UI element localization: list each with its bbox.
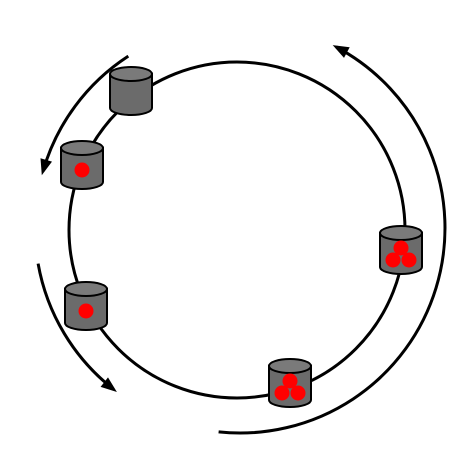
red-dot <box>78 303 94 319</box>
outer-arrow-segment-1 <box>218 45 447 435</box>
container-upper-left <box>60 140 104 190</box>
container-right <box>379 225 423 275</box>
red-dot <box>274 385 290 401</box>
container-lid <box>109 66 153 82</box>
red-dot <box>393 240 409 256</box>
outer-arrow-segment-3 <box>41 54 130 172</box>
container-lower-left <box>64 281 108 331</box>
red-dot <box>282 373 298 389</box>
container-lid <box>379 225 423 241</box>
arrowhead-2 <box>100 377 117 392</box>
outer-arrow-segment-2 <box>36 263 115 391</box>
red-dot <box>385 252 401 268</box>
container-lid <box>64 281 108 297</box>
outer-arrow-group <box>36 45 447 435</box>
red-dot <box>290 385 306 401</box>
container-lid <box>268 358 312 374</box>
arrowhead-1 <box>332 45 350 58</box>
container-lid <box>60 140 104 156</box>
container-bottom <box>268 358 312 408</box>
container-top-left <box>109 66 153 116</box>
container-body <box>109 73 153 116</box>
red-dot <box>401 252 417 268</box>
containers-group <box>60 66 423 408</box>
red-dot <box>74 162 90 178</box>
arrowhead-3 <box>40 158 52 176</box>
